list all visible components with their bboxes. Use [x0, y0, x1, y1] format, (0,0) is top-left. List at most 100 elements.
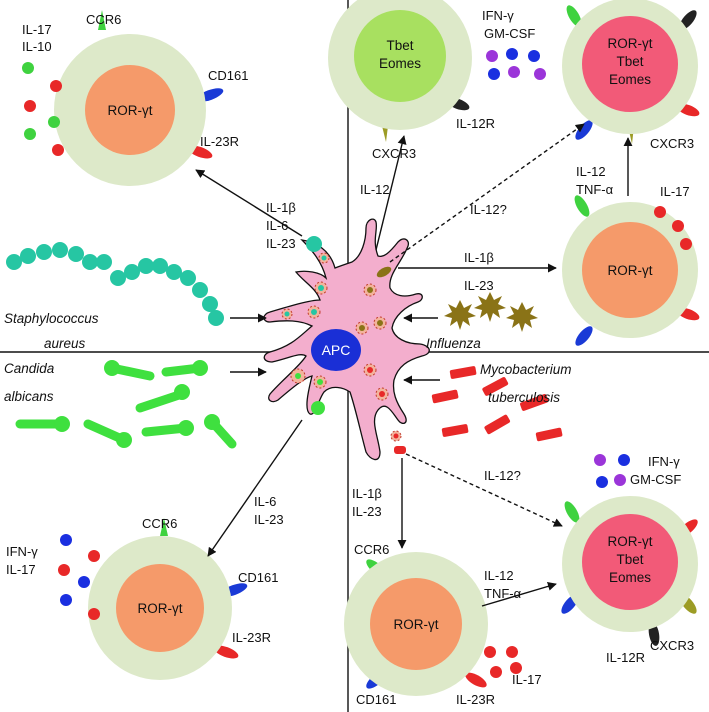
nucleus-label: Eomes — [609, 72, 651, 87]
cxcr3-label: CXCR3 — [650, 136, 694, 151]
cytokine-label: IL-10 — [22, 39, 52, 54]
secreted-cytokines — [486, 48, 546, 80]
phagosome-flu — [373, 316, 387, 330]
il23r-receptor — [213, 645, 239, 659]
staph-bound — [208, 310, 224, 326]
label-to-bm: IL-1β — [352, 486, 382, 501]
label-to-tl: IL-23 — [266, 236, 296, 251]
nucleus-label: ROR-γt — [608, 263, 653, 278]
cytokine-label: GM-CSF — [484, 26, 535, 41]
phagosome-candida — [313, 375, 327, 389]
label-to-mr: IL-23 — [464, 278, 494, 293]
cxcr3-label: CXCR3 — [372, 146, 416, 161]
candida-albicans-hyphae — [15, 360, 237, 449]
cell-th17-midright: ROR-γt IL-17 — [562, 184, 700, 346]
receptor-green — [564, 501, 580, 523]
label-mr-to-tr: TNF-α — [576, 182, 614, 197]
cell-nucleus — [85, 65, 175, 155]
nucleus-label: ROR-γt — [608, 36, 653, 51]
label-to-tm: IL-12 — [360, 182, 390, 197]
phagosome-candida — [290, 368, 306, 384]
secreted-cytokines — [594, 454, 630, 488]
cell-th17-bottomleft: ROR-γt CCR6 CD161 IL-23R IFN-γ IL-17 — [6, 516, 278, 680]
cd161-label: CD161 — [356, 692, 396, 707]
receptor-green — [566, 5, 582, 27]
apc-label: APC — [322, 342, 351, 358]
secreted-cytokines — [22, 62, 64, 156]
nucleus-label: ROR-γt — [608, 534, 653, 549]
ccr6-receptor — [160, 518, 168, 536]
phagosomes — [281, 252, 402, 442]
label-bm-to-br: TNF-α — [484, 586, 522, 601]
secreted-cytokines — [654, 206, 692, 250]
cell-th17-topleft: ROR-γt CCR6 CD161 IL-23R IL-17 IL-10 — [22, 10, 248, 186]
candida-label-2: albicans — [4, 389, 54, 404]
cytokine-label: IL-17 — [660, 184, 690, 199]
cell-nucleus — [370, 578, 462, 670]
phagosome-mtb — [375, 387, 389, 401]
signal-arrows — [195, 123, 633, 607]
il23r-label: IL-23R — [200, 134, 239, 149]
influenza-bound — [376, 266, 392, 278]
cytokine-label: IFN-γ — [6, 544, 38, 559]
label-to-tr: IL-12? — [470, 202, 507, 217]
phagosome-staph — [318, 252, 330, 264]
dashed-arrow-to-topright — [389, 123, 585, 263]
cell-th17-bottommid: ROR-γt CCR6 CD161 IL-23R IL-17 — [344, 542, 542, 707]
cell-nucleus — [116, 564, 204, 652]
staph-label-2: aureus — [44, 336, 86, 351]
apc-nucleus — [311, 329, 361, 371]
il23r-label: IL-23R — [456, 692, 495, 707]
secreted-cytokines — [58, 534, 100, 620]
cd161-label: CD161 — [238, 570, 278, 585]
cytokine-label: IL-17 — [6, 562, 36, 577]
candida-bound — [311, 401, 325, 415]
ccr6-label: CCR6 — [354, 542, 389, 557]
cell-th17-th1-topright: ROR-γt Tbet Eomes CXCR3 IFN-γ GM-CSF — [482, 0, 700, 151]
label-to-br: IL-12? — [484, 468, 521, 483]
cytokine-label: IFN-γ — [482, 8, 514, 23]
il12r-label: IL-12R — [456, 116, 495, 131]
influenza-label: Influenza — [426, 336, 481, 351]
staph-bound — [306, 236, 322, 252]
label-to-mr: IL-1β — [464, 250, 494, 265]
ccr6-label: CCR6 — [142, 516, 177, 531]
ccr6-label: CCR6 — [86, 12, 121, 27]
cytokine-label: IL-17 — [22, 22, 52, 37]
cell-th1-top: Tbet Eomes IL-12R CXCR3 — [328, 0, 495, 161]
nucleus-label: ROR-γt — [108, 103, 153, 118]
il12r-label: IL-12R — [606, 650, 645, 665]
il23r-receptor — [465, 672, 487, 688]
arrow-to-bottomleft — [207, 419, 303, 557]
nucleus-label: ROR-γt — [394, 617, 439, 632]
staph-aureus-chains — [6, 242, 218, 312]
phagosome-mtb — [363, 363, 377, 377]
il23r-label: IL-23R — [232, 630, 271, 645]
mtb-bacilli — [431, 366, 563, 442]
secreted-cytokines — [484, 646, 522, 678]
label-bm-to-br: IL-12 — [484, 568, 514, 583]
influenza-virions — [444, 292, 538, 332]
candida-label-1: Candida — [4, 361, 55, 376]
nucleus-label: Eomes — [609, 570, 651, 585]
cytokine-label: GM-CSF — [630, 472, 681, 487]
ccr6-receptor — [98, 10, 106, 30]
mtb-label-1: Mycobacterium — [480, 362, 572, 377]
pathogen-uptake-arrows — [230, 313, 440, 385]
arrow-to-topmid — [375, 135, 407, 251]
nucleus-label: Eomes — [379, 56, 421, 71]
apc-cell: APC — [208, 218, 430, 461]
cytokine-label: IL-17 — [512, 672, 542, 687]
mtb-bound — [394, 446, 406, 454]
phagosome-staph — [281, 308, 293, 320]
phagosome-flu — [355, 321, 369, 335]
nucleus-label: Tbet — [616, 54, 643, 69]
phagosome-mtb — [390, 430, 402, 442]
arrow-labels: IL-1β IL-6 IL-23 IL-12 IL-12? IL-1β IL-2… — [254, 164, 614, 601]
nucleus-label: ROR-γt — [138, 601, 183, 616]
cell-nucleus — [582, 16, 678, 112]
receptor-blue — [575, 326, 593, 346]
label-mr-to-tr: IL-12 — [576, 164, 606, 179]
